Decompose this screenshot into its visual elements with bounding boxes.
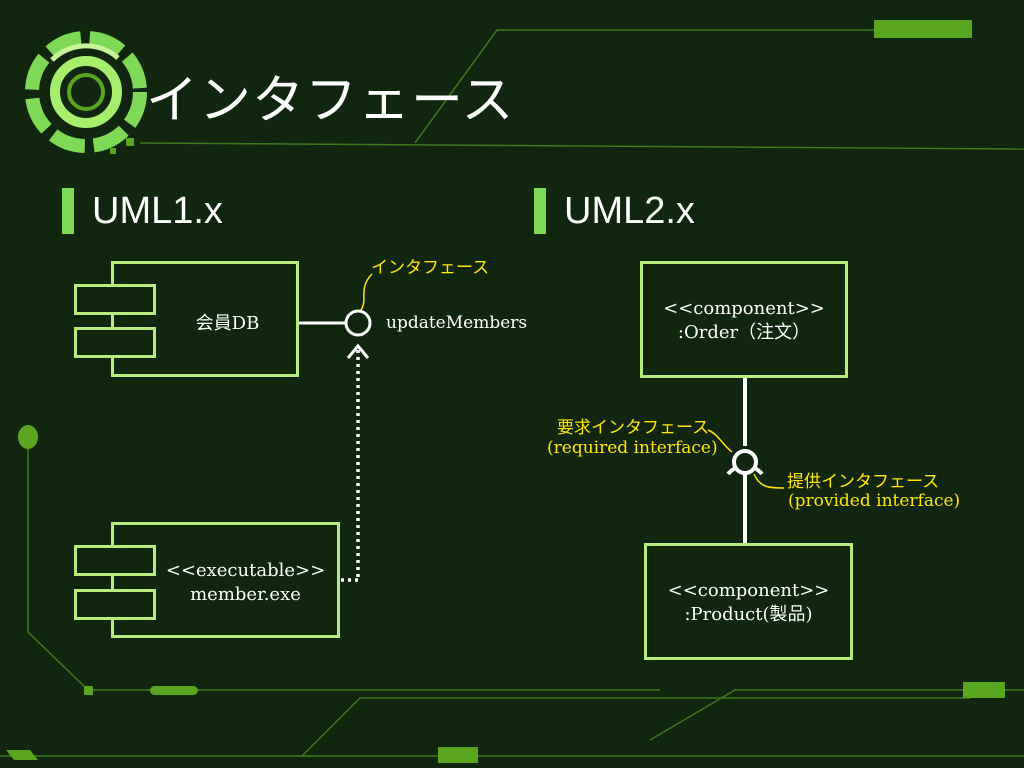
interface-note-callout <box>360 273 373 311</box>
accent-square-title-2 <box>110 148 116 154</box>
order-component-box: <<component>> :Order（注文） <box>640 261 848 378</box>
page-title: インタフェース <box>146 71 515 131</box>
db-component-box: 会員DB <box>111 261 299 377</box>
dependency-arrowhead-icon <box>346 343 370 359</box>
provided-interface-label-en: (provided interface) <box>788 491 961 511</box>
interface-note-label: インタフェース <box>371 258 490 278</box>
required-interface-label-en: (required interface) <box>547 438 718 458</box>
gear-logo-icon <box>25 31 147 153</box>
product-component-box: <<component>> :Product(製品) <box>644 543 853 660</box>
accent-square-bottom <box>84 686 93 695</box>
provided-interface-callout <box>753 473 785 489</box>
order-component-line1: <<component>> <box>663 298 825 319</box>
product-component-line2: :Product(製品) <box>684 604 813 625</box>
exe-component-box: <<executable>> member.exe <box>111 522 340 638</box>
exe-component-port-bottom <box>74 589 156 620</box>
circuit-decoration <box>0 29 1024 757</box>
order-component-line2: :Order（注文） <box>677 322 811 343</box>
accent-dot-left <box>18 425 38 449</box>
accent-bar-top-right <box>874 20 972 38</box>
provided-interface-lollipop-icon <box>344 309 372 337</box>
interface-name-label: updateMembers <box>386 313 528 333</box>
accent-parallelogram <box>6 750 38 760</box>
accent-bar-bottom-mid <box>438 747 478 763</box>
db-component-port-top <box>74 284 156 315</box>
provided-interface-label: 提供インタフェース <box>787 472 940 492</box>
uml1-heading: UML1.x <box>92 190 223 232</box>
uml2-heading-bar <box>534 188 546 234</box>
uml2-heading: UML2.x <box>564 190 695 232</box>
accent-bar-bottom-right <box>963 682 1005 698</box>
exe-component-line1: <<executable>> <box>165 560 326 581</box>
db-component-label: 会員DB <box>195 313 260 334</box>
required-interface-label: 要求インタフェース <box>557 418 710 438</box>
exe-component-port-top <box>74 545 156 576</box>
uml1-heading-bar <box>62 188 74 234</box>
required-interface-callout <box>707 429 733 453</box>
exe-component-line2: member.exe <box>190 584 301 605</box>
accent-pill-bottom <box>150 686 198 695</box>
db-component-port-bottom <box>74 327 156 358</box>
accent-square-title <box>126 138 134 146</box>
product-component-line1: <<component>> <box>667 580 830 601</box>
provided-interface-ball-icon <box>732 449 758 475</box>
